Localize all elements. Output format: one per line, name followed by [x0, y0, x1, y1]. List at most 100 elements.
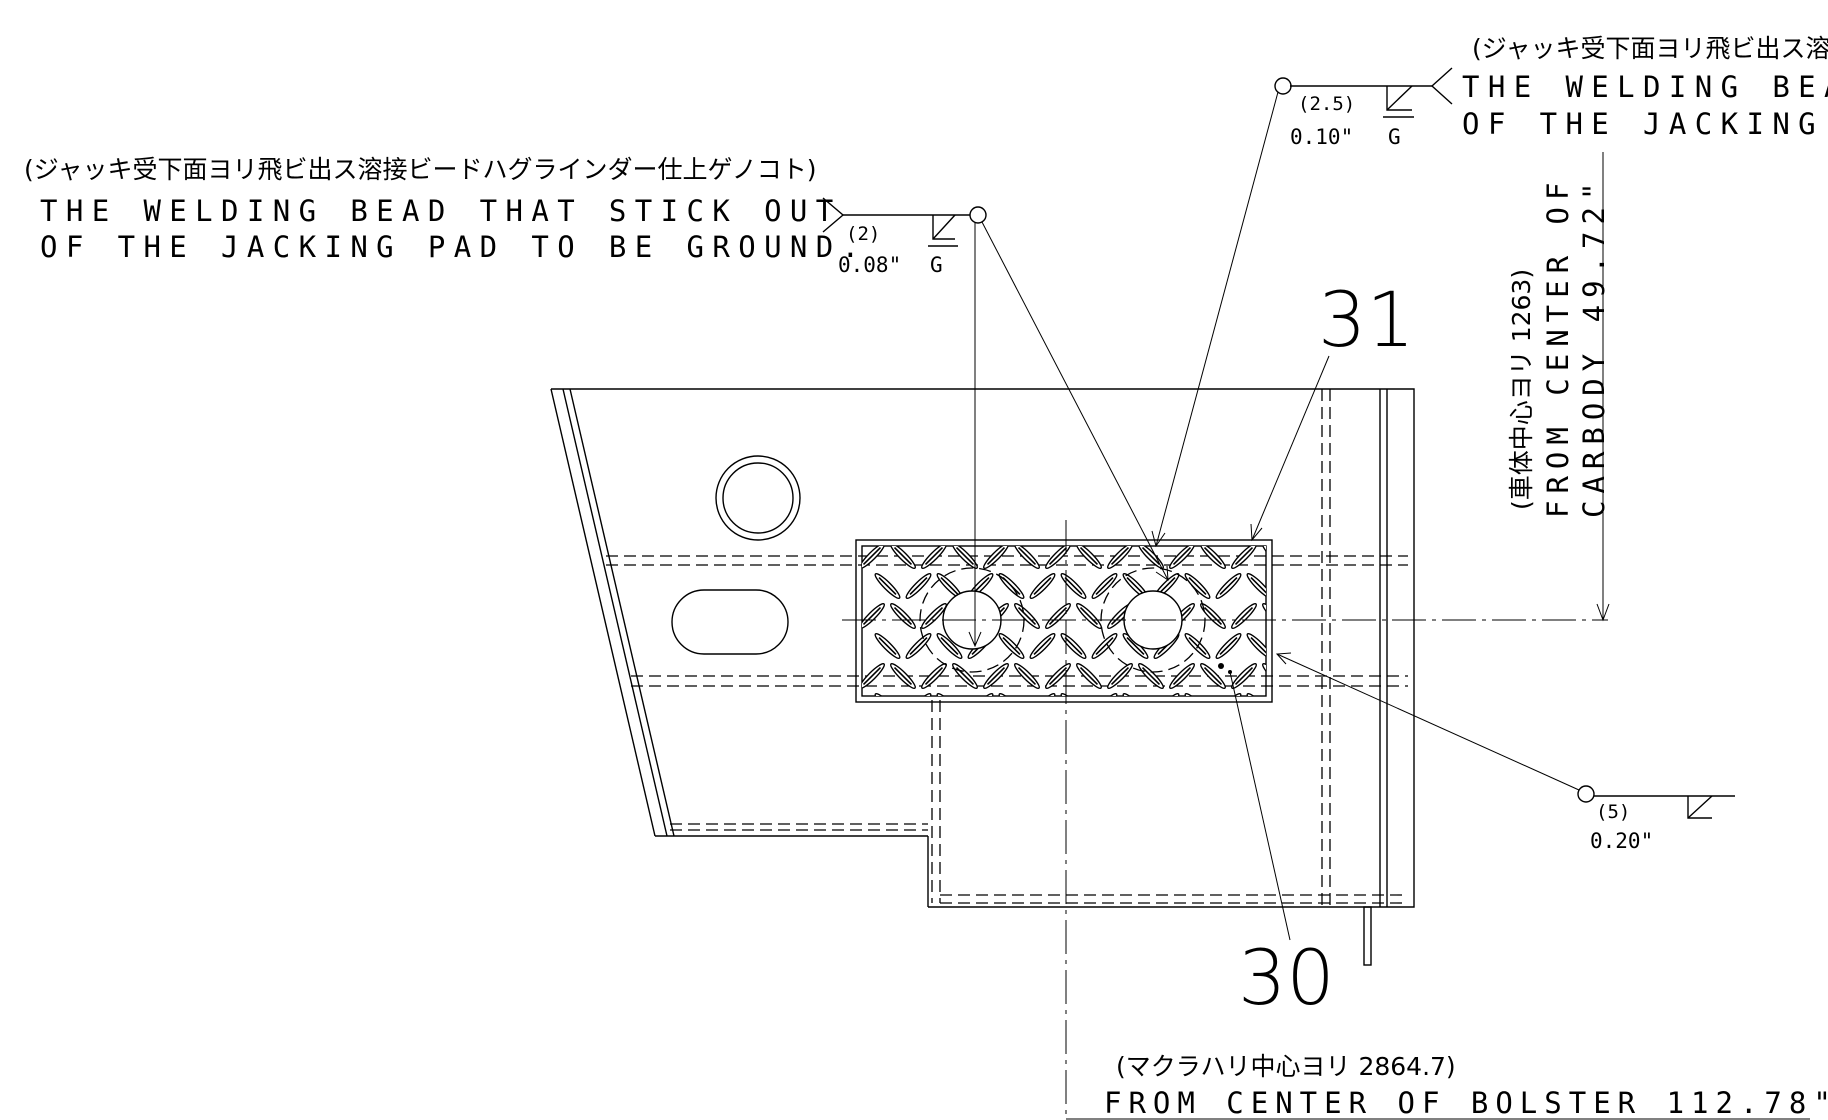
checker-lug: [1029, 693, 1056, 696]
part-number-30: 30: [1238, 933, 1335, 1022]
checker-lug-ridge: [955, 546, 975, 566]
checker-lug-ridge: [879, 698, 896, 715]
jacking-pad: [855, 539, 1305, 720]
part-number-31: 31: [1318, 275, 1415, 364]
weld-symbol-right-bottom: (5) 0.20": [1275, 652, 1735, 853]
checker-lug-ridge: [1158, 698, 1175, 715]
part-31-callout: 31: [1250, 275, 1415, 542]
checker-lug-ridge: [1219, 636, 1238, 656]
weld-rb-size-mm: (5): [1596, 801, 1630, 823]
checker-lug-ridge: [1096, 698, 1113, 715]
checker-lug-ridge: [1234, 546, 1254, 566]
checker-lug-ridge: [1048, 666, 1068, 686]
checker-lug-ridge: [1220, 698, 1237, 715]
checker-lug: [905, 693, 932, 696]
checker-lug-ridge: [878, 636, 897, 656]
checker-lug: [998, 693, 1025, 696]
weld-rb-size-in: 0.20": [1590, 829, 1653, 853]
checker-lug-ridge: [1265, 606, 1266, 626]
checker-lug-ridge: [878, 576, 897, 596]
checker-lug-ridge: [1126, 576, 1145, 596]
weld-right-size-in: 0.10": [1290, 125, 1353, 149]
checker-lug-ridge: [1234, 606, 1254, 626]
checker-lug-ridge: [862, 666, 882, 686]
checker-lug-ridge: [1033, 576, 1052, 596]
checker-lug-ridge: [1282, 578, 1299, 595]
checker-lug-ridge: [1048, 546, 1068, 566]
checker-lug-ridge: [862, 546, 882, 566]
checker-lug-ridge: [1250, 576, 1266, 596]
weld-left-size-mm: (2): [846, 223, 880, 245]
checker-lug-ridge: [909, 636, 928, 656]
checker-lug-ridge: [1203, 606, 1223, 626]
checker-lug-ridge: [941, 698, 958, 715]
checker-lug-ridge: [1282, 638, 1299, 655]
dimension-from-bolster: (マクラハリ中心ヨリ 2864.7) FROM CENTER OF BOLSTE…: [1066, 1052, 1828, 1120]
checker-lug: [1276, 691, 1305, 720]
weld-right-note-jp: (ジャッキ受下面ヨリ飛ビ出ス溶: [1472, 34, 1828, 63]
checker-lug-ridge: [893, 606, 913, 626]
checker-lug-ridge: [986, 546, 1006, 566]
checker-lug-ridge: [1189, 698, 1206, 715]
checker-lug-ridge: [893, 546, 913, 566]
checker-lug-ridge: [862, 606, 882, 626]
checker-lug-ridge: [1141, 666, 1161, 686]
checker-lug-ridge: [1172, 546, 1192, 566]
dim-bolster-jp: (マクラハリ中心ヨリ 2864.7): [1116, 1052, 1456, 1081]
checker-lug-ridge: [1234, 666, 1254, 686]
checker-lug-ridge: [986, 666, 1006, 686]
checker-lug-ridge: [1141, 546, 1161, 566]
bracket-outline: [550, 388, 1415, 966]
weld-right-note-line1: THE WELDING BEA: [1462, 70, 1828, 104]
weld-symbol-left: (ジャッキ受下面ヨリ飛ビ出ス溶接ビードハグラインダー仕上ゲノコト) THE WE…: [24, 155, 1169, 648]
checker-lug-ridge: [909, 576, 928, 596]
checker-lug: [1246, 693, 1266, 696]
weld-symbol-right-top: (ジャッキ受下面ヨリ飛ビ出ス溶 THE WELDING BEA OF THE J…: [1151, 34, 1828, 548]
checker-lug-ridge: [1282, 698, 1299, 715]
checker-lug: [1262, 603, 1266, 629]
checker-lug-ridge: [924, 606, 944, 626]
dim-carbody-line2: CARBODY 49.72": [1577, 176, 1611, 518]
checker-lug-ridge: [1034, 698, 1051, 715]
checker-lug-ridge: [1017, 666, 1037, 686]
checker-lug-ridge: [1003, 698, 1020, 715]
checker-lug: [1060, 693, 1087, 696]
oblong-slot: [671, 589, 789, 655]
checker-lug: [874, 693, 901, 696]
hidden-lines: [606, 389, 1408, 907]
center-lines: [842, 520, 1608, 1120]
checker-lug-ridge: [1033, 636, 1052, 656]
checker-lug-ridge: [910, 698, 927, 715]
checker-lug-ridge: [972, 698, 989, 715]
checker-lug: [1262, 663, 1266, 689]
checker-lug-ridge: [1065, 698, 1082, 715]
checker-lug-ridge: [1110, 546, 1130, 566]
checker-lug-ridge: [1095, 576, 1114, 596]
dim-bolster-line1: FROM CENTER OF BOLSTER 112.78": [1104, 1086, 1828, 1120]
checker-lug-ridge: [893, 666, 913, 686]
checker-lug-ridge: [1203, 546, 1223, 566]
dimension-from-carbody: (車体中心ヨリ 1263) FROM CENTER OF CARBODY 49.…: [1507, 152, 1611, 622]
checker-lug-ridge: [1017, 606, 1037, 626]
dim-carbody-jp: (車体中心ヨリ 1263): [1507, 269, 1536, 510]
checker-lug-ridge: [924, 666, 944, 686]
checker-lug-ridge: [924, 546, 944, 566]
checker-lug-ridge: [1017, 546, 1037, 566]
checker-lug: [1091, 693, 1118, 696]
part-30-callout: 30: [1228, 670, 1335, 1022]
checker-lug-ridge: [940, 576, 959, 596]
weld-right-size-mm: (2.5): [1298, 93, 1355, 115]
checker-lug-ridge: [1079, 666, 1099, 686]
checker-lug-ridge: [1219, 576, 1238, 596]
checker-lug: [1184, 693, 1211, 696]
weld-left-note-line2: OF THE JACKING PAD TO BE GROUND.: [40, 230, 868, 264]
checker-lug-ridge: [1064, 636, 1083, 656]
checker-lug: [1276, 571, 1305, 600]
checker-lug-ridge: [1250, 636, 1266, 656]
weld-right-finish: G: [1388, 125, 1401, 149]
weld-left-note-line1: THE WELDING BEAD THAT STICK OUT: [40, 194, 842, 228]
checker-lug-ridge: [1188, 576, 1207, 596]
dim-carbody-line1: FROM CENTER OF: [1541, 176, 1575, 518]
